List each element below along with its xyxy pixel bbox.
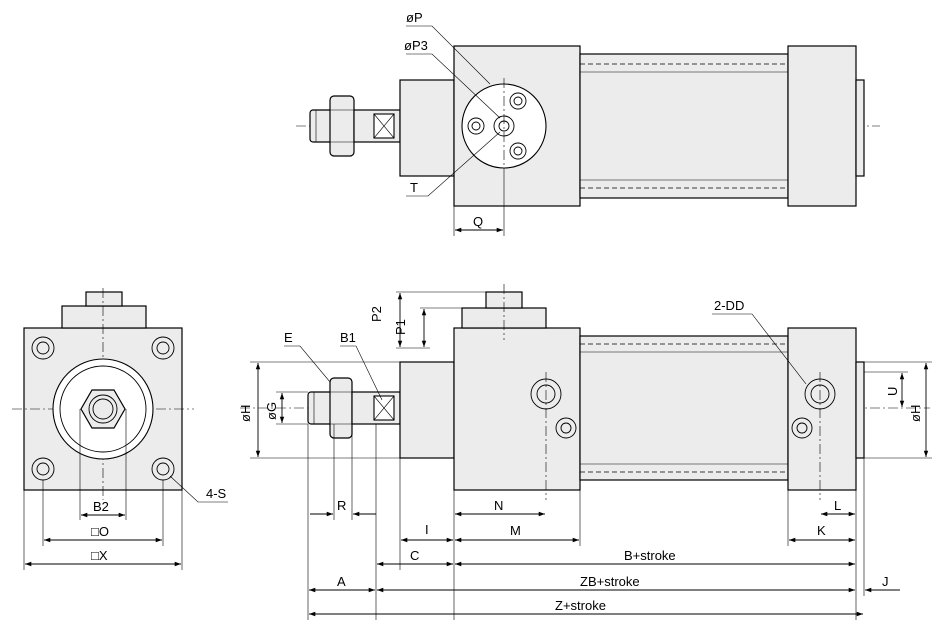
label-oG: øG	[264, 402, 279, 420]
label-B2: B2	[93, 499, 109, 514]
label-X: □X	[91, 548, 108, 563]
label-O: □O	[91, 524, 109, 539]
label-E: E	[284, 330, 293, 345]
label-C: C	[410, 548, 419, 563]
label-T: T	[410, 180, 418, 195]
label-M: M	[510, 523, 521, 538]
label-B1: B1	[340, 330, 356, 345]
label-Z-stroke: Z+stroke	[555, 598, 606, 613]
top-view	[296, 25, 880, 236]
label-P1: P1	[393, 319, 408, 335]
label-P2: P2	[369, 306, 384, 322]
label-Q: Q	[473, 214, 483, 229]
label-J: J	[882, 574, 889, 589]
label-4-S: 4-S	[206, 486, 227, 501]
label-N: N	[494, 498, 503, 513]
label-R: R	[337, 498, 346, 513]
label-2-DD: 2-DD	[714, 298, 744, 313]
label-L: L	[834, 498, 841, 513]
label-oP3: øP3	[404, 38, 428, 53]
label-B-stroke: B+stroke	[624, 548, 676, 563]
label-oH-right: øH	[908, 405, 923, 422]
end-view	[12, 288, 228, 570]
label-ZB-stroke: ZB+stroke	[580, 574, 640, 589]
label-K: K	[817, 523, 826, 538]
label-oP: øP	[406, 10, 423, 25]
label-U: U	[885, 387, 900, 396]
label-I: I	[425, 522, 429, 537]
label-A: A	[337, 574, 346, 589]
label-oH-left: øH	[238, 405, 253, 422]
side-view	[240, 284, 932, 620]
